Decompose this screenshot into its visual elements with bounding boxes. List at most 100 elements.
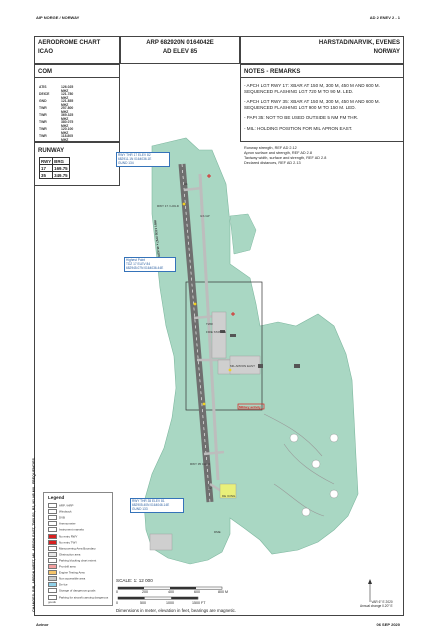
arp-cell: ARP 682920N 0164042E AD ELEV 85 <box>120 36 240 64</box>
legend-item: No entry RWY <box>48 533 78 539</box>
military-marker <box>237 403 265 410</box>
com-row: DEICE 121.780 MHZ <box>39 92 73 100</box>
variation-line: Annual change 0.20° E <box>360 604 393 608</box>
legend-item: Anemometer <box>48 521 76 527</box>
legend-label: Obstruction area <box>59 552 81 557</box>
legend-heading: Legend <box>48 495 65 500</box>
scale-tick: 0 <box>116 601 118 605</box>
arp-text: ARP 682920N 0164042E <box>146 40 214 46</box>
mil-apron-label: MIL APRON EAST <box>230 364 255 368</box>
com-service: DEICE <box>39 92 50 96</box>
legend-item: Pro-drill area <box>48 564 76 569</box>
legend-swatch-icon <box>48 564 57 569</box>
legend-swatch-icon <box>48 509 57 515</box>
legend-swatch-icon <box>48 515 57 521</box>
legend-swatch-icon <box>48 503 57 508</box>
com-frequency: 369.325 MHZ <box>61 113 74 121</box>
yellow-marker <box>202 402 206 406</box>
taxiway <box>198 173 220 481</box>
holding-label: RWY 35 CAT II <box>190 462 211 466</box>
inset-frame <box>185 281 263 411</box>
thr35-callout: RWY THR 35 ELEV 81 682905.40N 0164046.14… <box>130 498 184 514</box>
scale-tick: 1500 FT <box>192 601 206 605</box>
scale-feet-ticks: 0 500 1000 1500 FT <box>116 601 236 607</box>
legend-label: Anemometer <box>59 521 76 526</box>
legend-swatch-icon <box>48 527 57 533</box>
scale-tick: 200 <box>142 590 148 594</box>
twr-label: TWR <box>206 322 213 326</box>
com-frequency: 118.805 MHZ <box>61 134 74 142</box>
com-frequency: 121.855 MHZ <box>61 99 74 107</box>
thr17-callout: RWY THR 17 ELEV 82 682911.1N 0164036.1E … <box>116 152 170 168</box>
terrain-area <box>143 137 359 565</box>
chart-subtitle: ICAO <box>38 49 53 55</box>
apron <box>149 533 173 551</box>
legend-item: ARP / HRP <box>48 503 73 508</box>
legend-item: Manouvering Area Boundary <box>48 545 96 551</box>
page-header-left: AIP NORGE / NORWAY <box>36 15 80 20</box>
legend-swatch-icon <box>48 588 57 594</box>
notes-list: - APCH LGT RWY 17: XBAR AT 150 M, 300 M,… <box>244 83 400 132</box>
legend-label: Pro-drill area <box>59 564 76 569</box>
title-cell: AERODROME CHART ICAO <box>34 36 120 64</box>
scale-bar-segment <box>170 587 196 590</box>
reference-item: Apron surface and strength, REF AD 2.8 <box>244 151 312 155</box>
callout-line: 682945.07N 0164036.44E <box>126 265 164 270</box>
legend-swatch-icon <box>48 545 57 551</box>
com-frequency: 121.780 MHZ <box>61 92 74 100</box>
legend-label: Parking blocking chart extent <box>59 558 97 563</box>
callout-line: GUND 134 <box>118 160 134 165</box>
dispersal-ring <box>311 459 321 469</box>
com-frequency: 126.025 MHZ <box>61 85 74 93</box>
scale-bar-segment <box>118 597 145 600</box>
building <box>230 334 236 337</box>
legend-item: Non accessible area <box>48 576 85 582</box>
variation-line: VAR 6° E 2020 <box>371 600 393 604</box>
fire-cross-icon <box>231 312 235 316</box>
reference-item: Taxiway width, surface and strength, REF… <box>244 156 327 160</box>
com-service: TWR <box>39 134 47 138</box>
variation: VAR 6° E 2020 Annual change 0.20° E <box>360 600 393 608</box>
legend-label: DVB <box>59 515 65 520</box>
aerodrome-name: HARSTAD/NARVIK, EVENES <box>318 40 400 46</box>
note-item: - MIL: HOLDING POSITION FOR MIL APRON EA… <box>244 125 353 131</box>
legend-swatch-icon <box>48 576 57 582</box>
scale-bar-segment <box>118 587 144 590</box>
yellow-marker <box>182 202 186 206</box>
yellow-marker <box>193 302 197 306</box>
note-item: - APCH LGT RWY 35: XBAR AT 150 M, 300 M,… <box>244 99 380 110</box>
footer-right: 06 SEP 2020 <box>376 622 400 627</box>
legend-label: ARP / HRP <box>59 503 74 508</box>
taxiway-a2-label: A2 <box>208 486 212 490</box>
legend-item: Parking blocking chart extent <box>48 557 97 563</box>
legend-label: No entry RWY <box>59 533 78 538</box>
legend-swatch-icon <box>48 557 57 563</box>
legend-label: No entry TWY <box>59 539 78 544</box>
scale-tick: 400 <box>168 590 174 594</box>
scale-tick: 600 <box>194 590 200 594</box>
dme-label: DME <box>214 530 221 534</box>
legend-item: DVB <box>48 515 65 521</box>
callout-line: 682905.40N 0164046.14E <box>132 502 170 507</box>
legend-label: Storage of dangerous goods <box>59 588 96 593</box>
legend-label: De-Ice <box>59 582 68 587</box>
com-frequency: 120.100 MHZ <box>61 127 74 135</box>
aerodrome-country: NORWAY <box>373 49 400 55</box>
com-service: TWR <box>39 113 47 117</box>
north-arrow-icon <box>368 579 372 602</box>
legend-swatch-icon <box>48 521 57 527</box>
legend-item: Obstruction area <box>48 551 81 557</box>
com-row: TWR 369.325 MHZ <box>39 113 73 121</box>
dispersal-ring <box>329 433 339 443</box>
footer-left: Avinor <box>36 622 49 627</box>
com-row: TWR 118.805 MHZ <box>39 134 73 142</box>
callout-line: GUND 133 <box>132 506 148 511</box>
notes-cell: NOTES - REMARKS - APCH LGT RWY 17: XBAR … <box>240 64 404 142</box>
legend-item: Windsock <box>48 509 72 515</box>
com-row: TWR 120.100 MHZ <box>39 127 73 135</box>
